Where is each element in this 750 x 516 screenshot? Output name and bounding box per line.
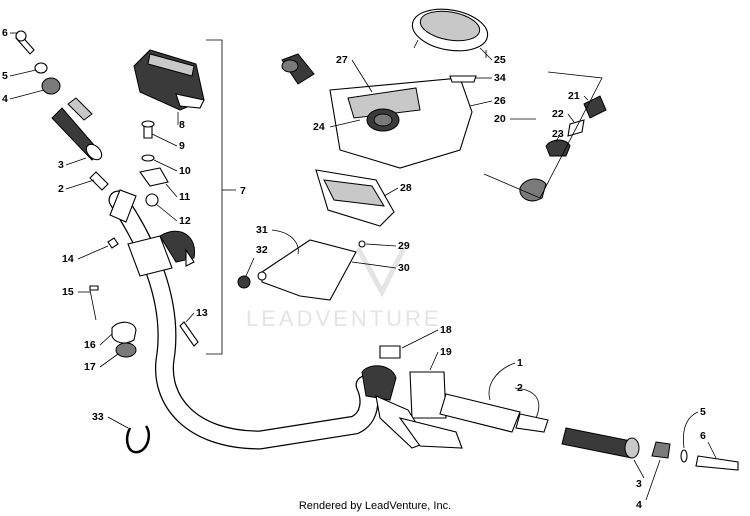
callout-6: 6 bbox=[2, 27, 8, 39]
accessory-outlet bbox=[281, 53, 315, 85]
callout-11: 11 bbox=[179, 191, 190, 203]
footer-credit: Rendered by LeadVenture, Inc. bbox=[298, 500, 452, 512]
callout-7: 7 bbox=[240, 185, 246, 197]
callout-13: 13 bbox=[196, 307, 208, 319]
callout-33: 33 bbox=[92, 411, 104, 423]
callout-32: 32 bbox=[256, 244, 268, 256]
callout-30: 30 bbox=[398, 262, 410, 274]
callout-2-right: 2 bbox=[517, 382, 523, 394]
callout-19: 19 bbox=[440, 346, 452, 358]
callout-20: 20 bbox=[494, 113, 506, 125]
callout-17: 17 bbox=[84, 361, 96, 373]
group-brackets bbox=[206, 39, 603, 355]
callout-5-right: 5 bbox=[700, 406, 706, 418]
callout-34: 34 bbox=[494, 72, 506, 84]
callout-22: 22 bbox=[552, 108, 564, 120]
callout-18: 18 bbox=[440, 324, 452, 336]
left-bracket bbox=[89, 230, 199, 358]
clip bbox=[126, 425, 150, 454]
mount-bracket bbox=[237, 239, 366, 301]
indicator-tab bbox=[449, 75, 477, 83]
callout-3-right: 3 bbox=[636, 478, 642, 490]
callout-27: 27 bbox=[336, 54, 348, 66]
callout-9: 9 bbox=[179, 140, 185, 152]
visor bbox=[315, 169, 395, 227]
left-grip-assembly bbox=[15, 30, 109, 191]
right-throttle-assembly bbox=[361, 345, 463, 449]
callout-21: 21 bbox=[568, 90, 580, 102]
callout-5: 5 bbox=[2, 70, 8, 82]
gauge bbox=[411, 8, 489, 58]
callout-10: 10 bbox=[179, 165, 191, 177]
callout-24: 24 bbox=[313, 121, 325, 133]
callout-3: 3 bbox=[58, 159, 64, 171]
callout-2: 2 bbox=[58, 183, 64, 195]
callout-16: 16 bbox=[84, 339, 96, 351]
right-grip-assembly bbox=[439, 393, 739, 471]
instrument-pod bbox=[329, 77, 473, 169]
callout-12: 12 bbox=[179, 215, 191, 227]
watermark-text: LEADVENTURE bbox=[246, 306, 442, 331]
left-switch-housing bbox=[133, 49, 205, 111]
callout-31: 31 bbox=[256, 224, 268, 236]
callout-15: 15 bbox=[62, 286, 74, 298]
callout-1-right: 1 bbox=[517, 357, 523, 369]
callout-25: 25 bbox=[494, 54, 506, 66]
callout-4-right: 4 bbox=[636, 499, 642, 511]
leadventure-watermark-logo: LEADVENTURE bbox=[246, 246, 442, 331]
callout-4: 4 bbox=[2, 93, 8, 105]
switch-hardware bbox=[139, 120, 169, 207]
callout-6-right: 6 bbox=[700, 430, 706, 442]
callout-23: 23 bbox=[552, 128, 564, 140]
callout-labels: 6 5 4 3 2 8 9 10 11 12 7 14 15 13 16 17 … bbox=[2, 27, 717, 511]
callout-14: 14 bbox=[62, 253, 74, 265]
callout-29: 29 bbox=[398, 240, 410, 252]
callout-28: 28 bbox=[400, 182, 412, 194]
callout-26: 26 bbox=[494, 95, 506, 107]
callout-8: 8 bbox=[179, 119, 185, 131]
